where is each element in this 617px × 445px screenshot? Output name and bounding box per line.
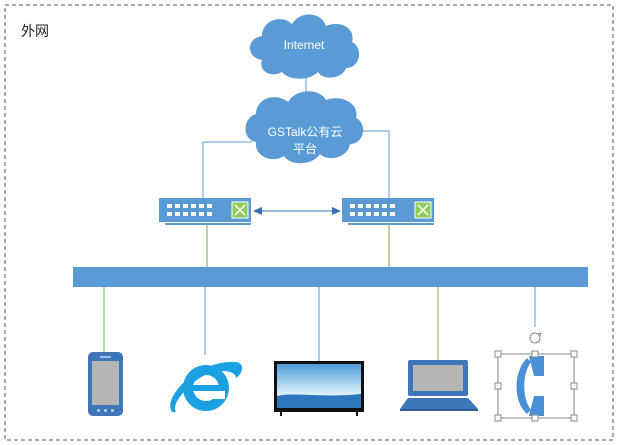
cloud-internet-label: Internet xyxy=(284,38,325,52)
smartphone-icon xyxy=(88,352,123,416)
zone-label: 外网 xyxy=(21,24,49,40)
network-bus xyxy=(73,267,588,287)
network-switch-icon xyxy=(342,198,434,225)
cloud-gstalk: GSTalk公有云 平台 xyxy=(245,91,364,164)
internet-explorer-icon xyxy=(170,361,243,412)
rotate-handle-icon[interactable] xyxy=(529,332,542,344)
cloud-gstalk-label-line1: GSTalk公有云 xyxy=(268,125,343,139)
television-icon xyxy=(274,361,364,416)
cloud-internet: Internet xyxy=(250,14,360,79)
link-switch-to-switch-arrow xyxy=(253,207,341,215)
network-switch-icon xyxy=(159,198,251,225)
link-gstalk-switch-right xyxy=(357,130,390,198)
link-gstalk-switch-left xyxy=(202,141,252,198)
zone-border xyxy=(4,4,614,441)
laptop-icon xyxy=(400,360,478,411)
telephone-icon xyxy=(494,332,578,422)
cloud-gstalk-label-line2: 平台 xyxy=(293,141,317,156)
